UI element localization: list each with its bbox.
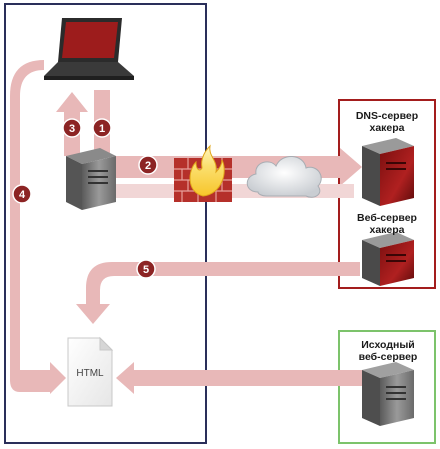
client-server-icon (66, 148, 116, 210)
dns-server-label: DNS-сервер хакера (355, 110, 419, 134)
step-badge-2-label: 2 (145, 160, 151, 172)
step-badge-4-label: 4 (19, 189, 26, 201)
step-badge-5: 5 (136, 259, 156, 279)
arrow-step-4 (10, 60, 66, 394)
step-badge-1: 1 (92, 118, 112, 138)
origin-frame (338, 330, 436, 444)
html-document-icon: HTML (67, 336, 114, 407)
step-badge-2: 2 (138, 155, 158, 175)
arrow-origin (116, 362, 364, 394)
step-badge-4: 4 (12, 184, 32, 204)
flow-arrows (10, 60, 364, 394)
hacker-web-server-icon (362, 232, 414, 286)
step-badge-3: 3 (62, 118, 82, 138)
laptop-icon (44, 18, 134, 80)
hacker-web-server-label: Веб-сервер хакера (357, 212, 417, 236)
step-badge-5-label: 5 (143, 264, 149, 276)
html-document-label: HTML (76, 368, 104, 379)
dns-server-icon (362, 138, 414, 206)
origin-server-label: Исходный веб-сервер (358, 339, 418, 363)
step-badge-3-label: 3 (69, 123, 75, 135)
firewall-icon (174, 144, 232, 202)
client-network-frame (4, 3, 207, 444)
cloud-icon (246, 156, 322, 198)
arrow-step-5 (76, 262, 360, 324)
step-badge-1-label: 1 (99, 123, 105, 135)
origin-server-icon (362, 362, 414, 426)
